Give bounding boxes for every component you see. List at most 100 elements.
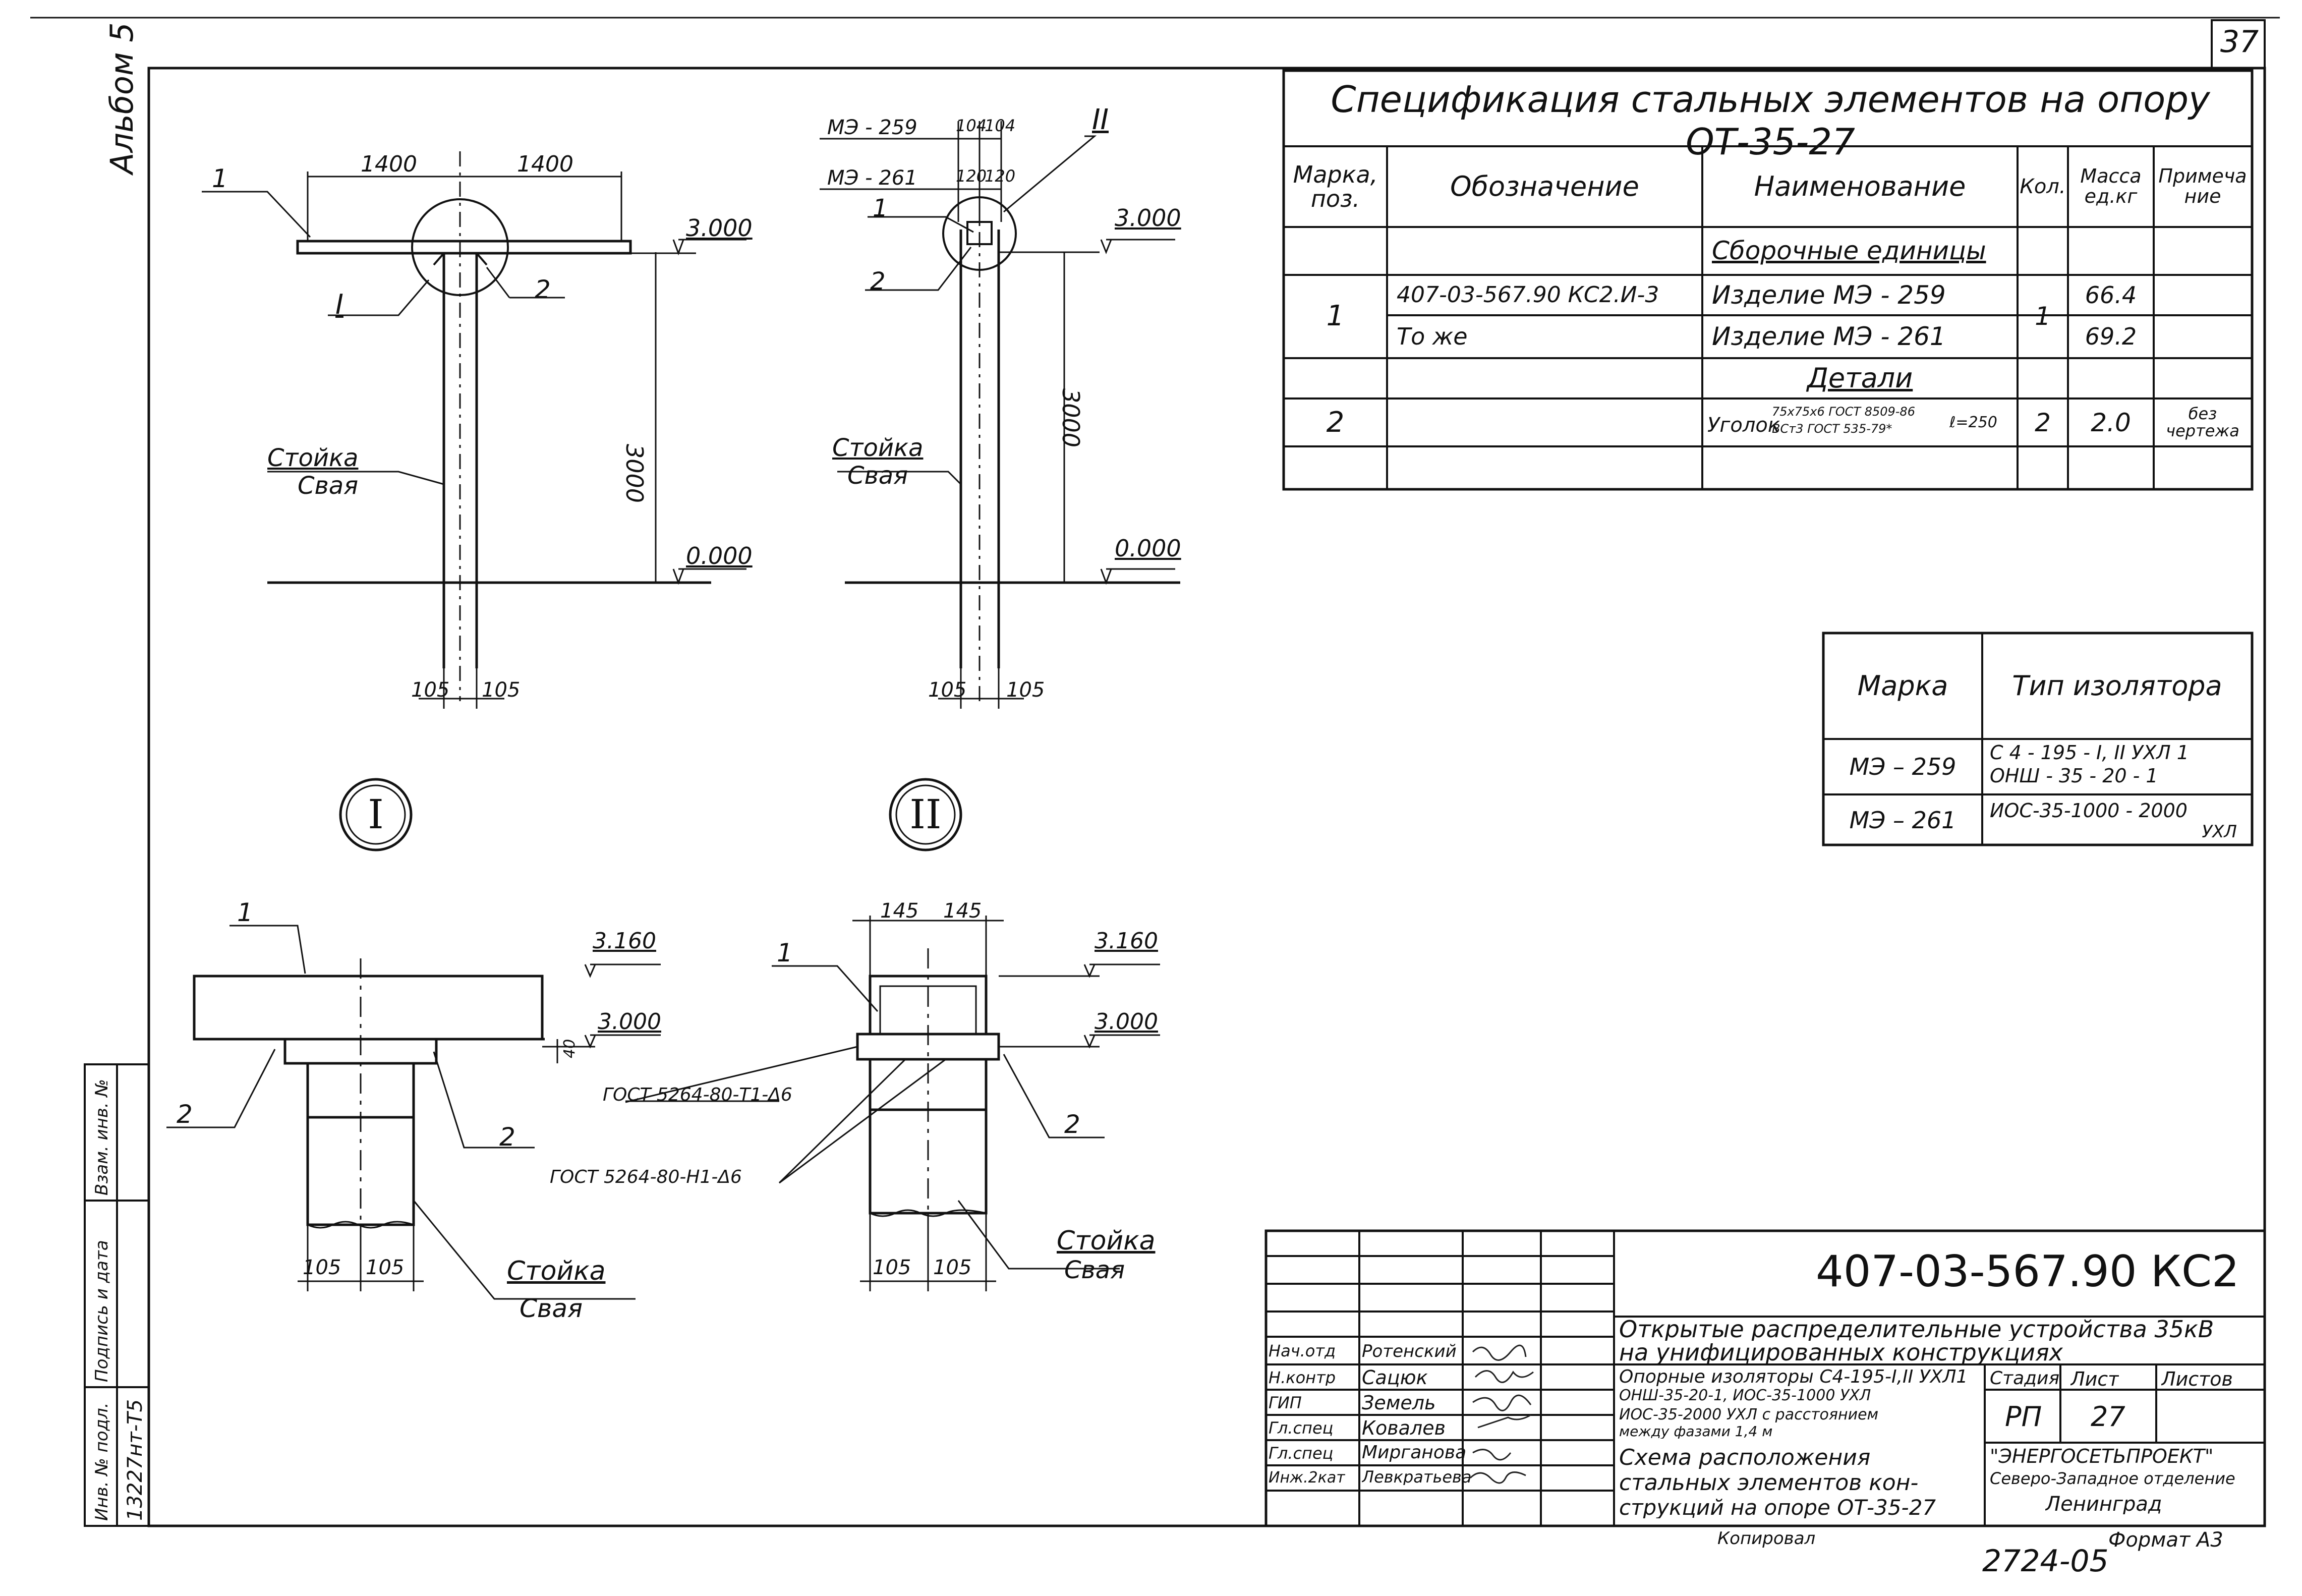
spec-row3-name-top: 75х75х6 ГОСТ 8509-86	[1772, 405, 1915, 419]
elev2-elev-top: 3.000	[1115, 204, 1181, 232]
signature-scribbles	[1469, 1344, 1534, 1484]
ins-row1-type-line2: ОНШ - 35 - 20 - 1	[1990, 765, 2158, 787]
spec-row2-mass: 69.2	[2085, 322, 2137, 350]
stamp-sign-label: Подпись и дата	[92, 1240, 112, 1382]
name-1: Ротенский	[1362, 1343, 1457, 1360]
elev1-elev-ground: 0.000	[686, 542, 753, 569]
elev2-dim-b-right: 120	[985, 166, 1016, 186]
spec-row3-mass: 2.0	[2091, 408, 2131, 437]
stamp-replace-label: Взам. инв. №	[92, 1079, 112, 1195]
detail2-callout-1: 1	[777, 938, 793, 967]
drawing-title-line1: Схема расположения	[1619, 1447, 1871, 1469]
node-II-marker: II	[909, 791, 942, 838]
detail1-post-label: Стойка	[507, 1256, 606, 1286]
detail1-elev-top: 3.160	[593, 928, 656, 954]
spec-row3-qty: 2	[2035, 408, 2051, 437]
archive-number: 2724-05	[1982, 1544, 2109, 1579]
drawing-title-line2: стальных элементов кон-	[1619, 1472, 1919, 1494]
elev1-callout-2: 2	[535, 275, 551, 304]
stamp-inv-value: 13227нт-Т5	[124, 1399, 147, 1521]
sheet-value: 27	[2091, 1403, 2125, 1431]
spec-row1-name: Изделие МЭ - 259	[1712, 280, 1946, 310]
spec-row3-name: Уголок 75х75х6 ГОСТ 8509-86 ВСт3 ГОСТ 53…	[1707, 404, 2015, 444]
elev1-pile-label: Свая	[298, 472, 359, 500]
spec-header-qty: Кол.	[2020, 175, 2066, 198]
elev1-dim-right: 1400	[517, 151, 573, 177]
spec-row3-name-bottom: ВСт3 ГОСТ 535-79*	[1772, 422, 1892, 436]
elev1-post-label: Стойка	[267, 444, 359, 472]
ins-row2-type-line2: УХЛ	[2202, 822, 2237, 842]
detail1-pile-label: Свая	[520, 1294, 583, 1323]
spec-header-note: Примеча ние	[2158, 165, 2247, 207]
ins-row1-type: С 4 - 195 - I, II УХЛ 1 ОНШ - 35 - 20 - …	[1990, 742, 2250, 792]
sheet-title-line2: ОНШ-35-20-1, ИОС-35-1000 УХЛ	[1619, 1388, 1871, 1403]
spec-header-designation: Обозначение	[1450, 170, 1639, 202]
elev2-item-a: МЭ - 259	[827, 116, 917, 139]
spec-section-assembly: Сборочные единицы	[1712, 236, 1986, 265]
detail1-gap: 40	[561, 1039, 579, 1058]
stamp-inv-label: Инв. № подл.	[92, 1402, 112, 1521]
role-4: Гл.спец	[1269, 1420, 1334, 1436]
sheet-title-line4: между фазами 1,4 м	[1619, 1424, 1773, 1439]
name-5: Мирганова	[1362, 1444, 1467, 1462]
spec-row1-pos: 1	[1326, 300, 1345, 333]
elev2-callout-1: 1	[873, 194, 888, 222]
elev1-elev-top: 3.000	[686, 214, 753, 242]
spec-row3-note: без чертежа	[2166, 404, 2239, 440]
node-I-marker: I	[368, 791, 384, 838]
elev2-dim-a-left: 104	[956, 116, 987, 135]
detail2-callout-2: 2	[1064, 1110, 1080, 1139]
spec-header-mark: Марка, поз.	[1293, 160, 1378, 212]
copied-label: Копировал	[1717, 1528, 1816, 1549]
name-3: Земель	[1362, 1393, 1436, 1412]
detail2-pile-label: Свая	[1064, 1256, 1125, 1284]
detail2-top-left: 145	[880, 899, 919, 923]
sheet-title-line3: ИОС-35-2000 УХЛ с расстоянием	[1619, 1407, 1879, 1422]
name-2: Сацюк	[1362, 1368, 1428, 1387]
sheet-title-line1: Опорные изоляторы С4-195-I,II УХЛ1	[1619, 1368, 1968, 1386]
role-5: Гл.спец	[1269, 1445, 1334, 1461]
project-line2: на унифицированных конструкциях	[1619, 1341, 2063, 1364]
spec-title: Спецификация стальных элементов на опору…	[1331, 78, 2210, 163]
elev1-callout-1: 1	[212, 164, 228, 193]
elev2-base-left: 105	[928, 678, 967, 702]
elev2-dim-a-right: 104	[985, 116, 1016, 135]
detail2-weld-note: ГОСТ 5264-80-Н1-Δ6	[550, 1167, 742, 1187]
format-label: Формат А3	[2108, 1528, 2223, 1552]
spec-row3-pos: 2	[1326, 406, 1345, 439]
name-4: Ковалев	[1362, 1418, 1446, 1438]
spec-row3-name-prefix: Уголок	[1707, 414, 1780, 437]
detail1-weld-note: ГОСТ 5264-80-Т1-Δ6	[603, 1085, 792, 1105]
spec-row2-designation: То же	[1397, 322, 1468, 350]
ins-row2-mark: МЭ – 261	[1849, 806, 1956, 834]
detail1-callout-1: 1	[237, 898, 253, 927]
elev2-item-b: МЭ - 261	[827, 166, 917, 190]
stage-label: Стадия	[1990, 1370, 2060, 1388]
ins-row2-type: ИОС-35-1000 - 2000 УХЛ	[1990, 800, 2250, 842]
role-3: ГИП	[1269, 1395, 1302, 1411]
ins-row2-type-line1: ИОС-35-1000 - 2000	[1990, 800, 2188, 822]
ins-row1-mark: МЭ – 259	[1849, 753, 1956, 780]
elev2-elev-ground: 0.000	[1115, 535, 1181, 562]
ins-header-type: Тип изолятора	[2012, 670, 2222, 702]
elev1-node-label: I	[335, 289, 343, 320]
album-label: Альбом 5	[103, 22, 140, 174]
spec-row2-name: Изделие МЭ - 261	[1712, 321, 1946, 351]
elev1-dim-left: 1400	[361, 151, 417, 177]
spec-row1-qty: 1	[2035, 302, 2051, 331]
ins-header-mark: Марка	[1857, 670, 1948, 702]
spec-header-name: Наименование	[1754, 170, 1966, 202]
detail1-callout-2a: 2	[177, 1100, 193, 1129]
role-1: Нач.отд	[1269, 1343, 1336, 1359]
name-6: Левкратьева	[1362, 1469, 1472, 1485]
role-2: Н.контр	[1269, 1370, 1336, 1386]
sheet-label: Лист	[2070, 1370, 2119, 1389]
elev2-pile-label: Свая	[847, 462, 908, 490]
detail2-top-right: 145	[943, 899, 982, 923]
project-line1: Открытые распределительные устройства 35…	[1619, 1318, 2214, 1341]
elev2-node-label: II	[1092, 103, 1109, 136]
elev2-base-right: 105	[1006, 678, 1045, 702]
spec-row3-name-suffix: ℓ=250	[1949, 414, 1997, 431]
stage-value: РП	[2005, 1403, 2042, 1431]
